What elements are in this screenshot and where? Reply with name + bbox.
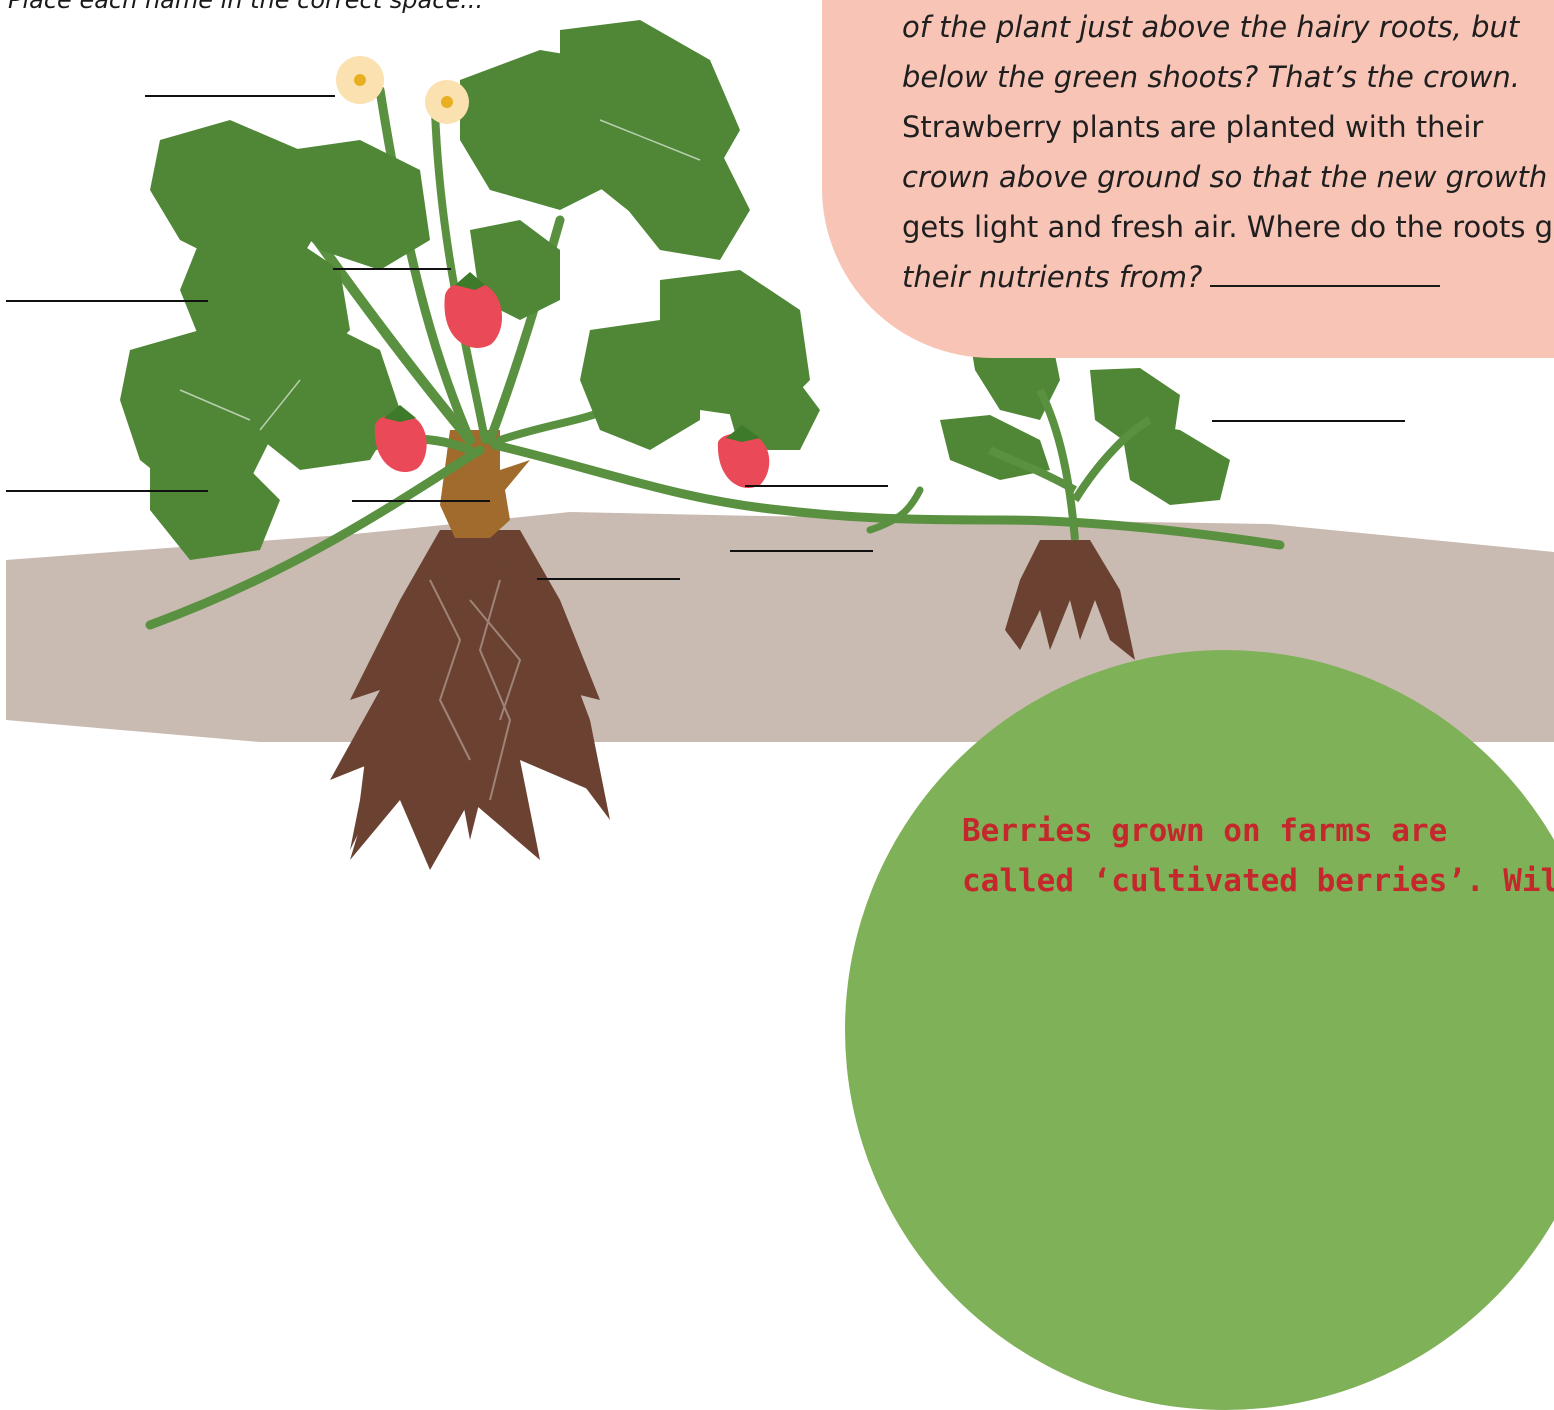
leaf-label-blank[interactable] xyxy=(6,300,208,302)
crown-info-text: of the plant just above the hairy roots,… xyxy=(902,2,1552,302)
new-plant-label-blank[interactable] xyxy=(1212,420,1405,422)
worksheet-page: Place each name in the correct space... … xyxy=(0,0,1554,876)
note-line: called ‘cultivated berries’. Wild xyxy=(962,856,1522,906)
bubble-question-line: their nutrients from? xyxy=(902,252,1552,302)
note-line: Berries grown on farms are xyxy=(962,806,1522,856)
bubble-line: Strawberry plants are planted with their xyxy=(902,102,1552,152)
instruction-text: Place each name in the correct space... xyxy=(8,0,483,14)
bubble-line: crown above ground so that the new growt… xyxy=(902,152,1552,202)
fruit-label-blank[interactable] xyxy=(745,485,888,487)
bubble-line: gets light and fresh air. Where do the r… xyxy=(902,202,1552,252)
cultivated-note-text: Berries grown on farms are called ‘culti… xyxy=(962,806,1522,906)
flower-label-blank[interactable] xyxy=(145,95,335,97)
runner-label-blank[interactable] xyxy=(730,550,873,552)
bubble-line: below the green shoots? That’s the crown… xyxy=(902,52,1552,102)
nutrients-answer-blank[interactable] xyxy=(1210,263,1440,287)
flowers xyxy=(336,56,469,124)
bubble-line: of the plant just above the hairy roots,… xyxy=(902,2,1552,52)
bubble-line: their nutrients from? xyxy=(902,260,1202,294)
lower-leaf-label-blank[interactable] xyxy=(6,490,208,492)
crown-label-blank[interactable] xyxy=(352,500,490,502)
stem-label-blank[interactable] xyxy=(333,268,451,270)
root-label-blank[interactable] xyxy=(537,578,680,580)
